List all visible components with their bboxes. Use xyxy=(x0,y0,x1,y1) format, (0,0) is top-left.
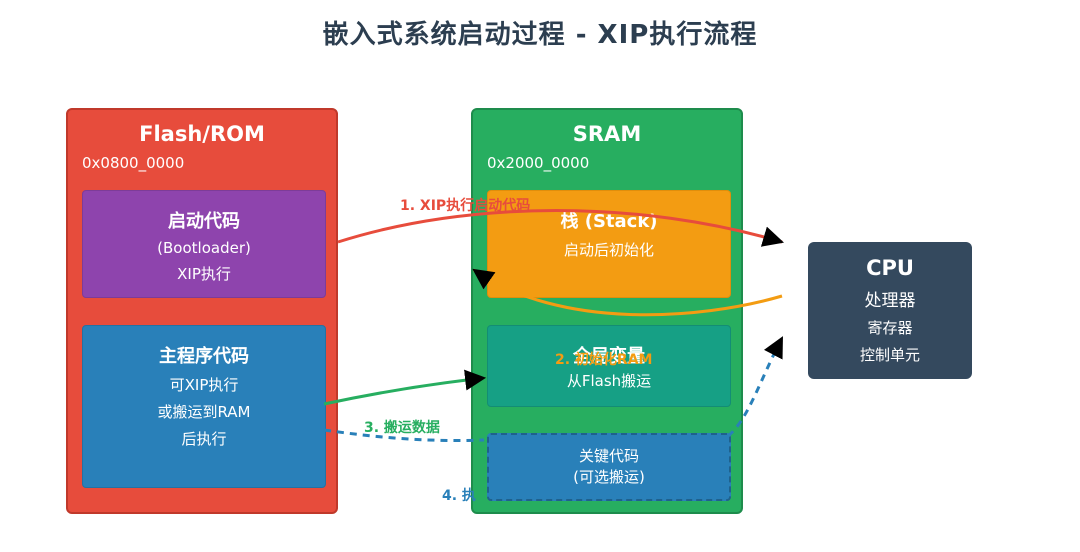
main-code-box: 主程序代码 可XIP执行 或搬运到RAM 后执行 xyxy=(82,325,326,488)
main-code-line3: 后执行 xyxy=(181,430,227,448)
stack-line1: 启动后初始化 xyxy=(563,241,654,259)
arrow-copy-data xyxy=(323,369,487,406)
cpu-box: CPU 处理器 寄存器 控制单元 xyxy=(808,242,972,379)
cpu-line3: 控制单元 xyxy=(859,346,920,364)
sram-title: SRAM xyxy=(572,122,642,146)
main-code-line2: 或搬运到RAM xyxy=(157,403,251,421)
stack-box: 栈 (Stack) 启动后初始化 xyxy=(487,190,731,298)
arrow-label-2: 2. 初始化RAM xyxy=(555,351,652,368)
cpu-line1: 处理器 xyxy=(864,291,916,311)
globals-box: 全局变量 从Flash搬运 xyxy=(487,325,731,407)
cpu-line2: 寄存器 xyxy=(867,319,913,337)
main-code-line1: 可XIP执行 xyxy=(169,376,239,394)
cpu-title: CPU xyxy=(866,256,914,280)
flash-title: Flash/ROM xyxy=(139,122,265,146)
globals-line1: 从Flash搬运 xyxy=(566,372,652,390)
stack-title: 栈 (Stack) xyxy=(560,211,658,232)
arrow-execute xyxy=(727,336,784,438)
key-code-line2: (可选搬运) xyxy=(573,468,645,486)
sram-address: 0x2000_0000 xyxy=(487,154,590,172)
main-code-title: 主程序代码 xyxy=(159,346,249,367)
arrow-label-4: 4. 执 xyxy=(442,487,476,504)
bootloader-line1: (Bootloader) xyxy=(157,239,251,257)
arrow-label-3: 3. 搬运数据 xyxy=(364,419,440,436)
key-code-line1: 关键代码 xyxy=(578,447,639,465)
key-code-box: 关键代码 (可选搬运) xyxy=(487,433,731,501)
flash-rom-panel: Flash/ROM 0x0800_0000 启动代码 (Bootloader) … xyxy=(66,108,338,514)
arrow-xip-boot xyxy=(337,209,785,247)
arrow-label-1: 1. XIP执行启动代码 xyxy=(400,197,530,214)
bootloader-box: 启动代码 (Bootloader) XIP执行 xyxy=(82,190,326,298)
bootloader-title: 启动代码 xyxy=(168,211,240,232)
globals-title: 全局变量 xyxy=(573,346,645,367)
arrow-init-ram xyxy=(472,268,783,317)
arrow-copy-code xyxy=(323,428,485,443)
page-title: 嵌入式系统启动过程 - XIP执行流程 xyxy=(322,20,758,50)
bootloader-line2: XIP执行 xyxy=(177,265,231,283)
flash-address: 0x0800_0000 xyxy=(82,154,185,172)
